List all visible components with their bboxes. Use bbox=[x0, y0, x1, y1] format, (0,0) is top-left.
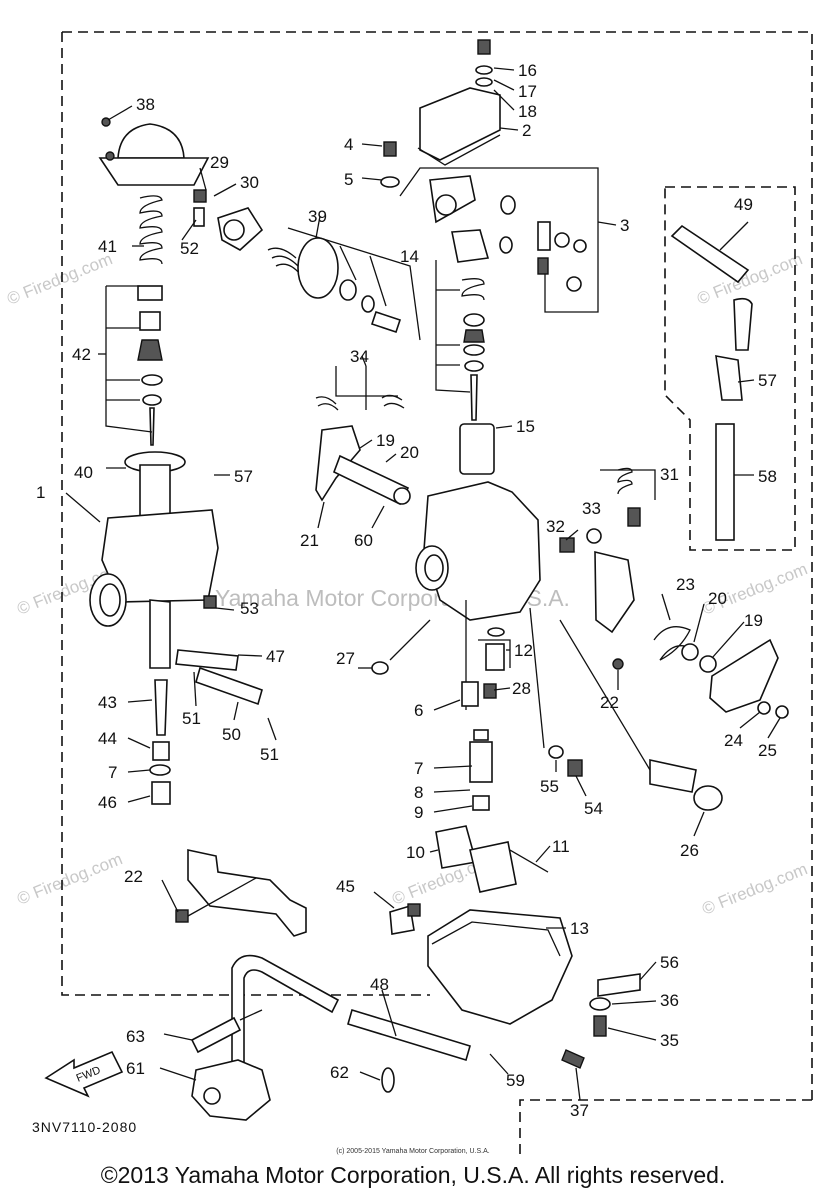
callout-55: 55 bbox=[540, 777, 559, 796]
hose-sub-box bbox=[664, 186, 796, 551]
assembly-boundary-top bbox=[62, 31, 813, 1100]
callout-43: 43 bbox=[98, 693, 117, 712]
callout-16: 16 bbox=[518, 61, 537, 80]
callout-42: 42 bbox=[72, 345, 91, 364]
callout-33: 33 bbox=[582, 499, 601, 518]
callout-61: 61 bbox=[126, 1059, 145, 1078]
callout-12: 12 bbox=[514, 641, 533, 660]
callout-63: 63 bbox=[126, 1027, 145, 1046]
callout-5: 5 bbox=[344, 170, 353, 189]
callout-7a: 7 bbox=[414, 759, 423, 778]
callout-47: 47 bbox=[266, 647, 285, 666]
callout-27: 27 bbox=[336, 649, 355, 668]
callout-62: 62 bbox=[330, 1063, 349, 1082]
callout-13: 13 bbox=[570, 919, 589, 938]
callout-51a: 51 bbox=[182, 709, 201, 728]
callout-22a: 22 bbox=[600, 693, 619, 712]
callout-15: 15 bbox=[516, 417, 535, 436]
callout-51b: 51 bbox=[260, 745, 279, 764]
callout-20b: 20 bbox=[708, 589, 727, 608]
callout-36: 36 bbox=[660, 991, 679, 1010]
callout-37: 37 bbox=[570, 1101, 589, 1120]
callout-3: 3 bbox=[620, 216, 629, 235]
callout-numbers: 1 2 3 4 5 6 7 7 8 9 10 11 12 13 14 15 16… bbox=[36, 61, 777, 1120]
callout-48: 48 bbox=[370, 975, 389, 994]
callout-52: 52 bbox=[180, 239, 199, 258]
callout-54: 54 bbox=[584, 799, 603, 818]
callout-46: 46 bbox=[98, 793, 117, 812]
callout-40: 40 bbox=[74, 463, 93, 482]
watermark-site-1: © Firedog.com bbox=[4, 249, 115, 308]
callout-20a: 20 bbox=[400, 443, 419, 462]
callout-38: 38 bbox=[136, 95, 155, 114]
callout-10: 10 bbox=[406, 843, 425, 862]
left-carburetor bbox=[89, 117, 263, 805]
copyright-footer: ©2013 Yamaha Motor Corporation, U.S.A. A… bbox=[100, 1162, 726, 1188]
callout-29: 29 bbox=[210, 153, 229, 172]
callout-9: 9 bbox=[414, 803, 423, 822]
callout-39: 39 bbox=[308, 207, 327, 226]
callout-58: 58 bbox=[758, 467, 777, 486]
top-cover-assembly bbox=[380, 39, 599, 313]
callout-6: 6 bbox=[414, 701, 423, 720]
right-carburetor bbox=[315, 366, 789, 811]
leader-lines bbox=[65, 67, 781, 1101]
callout-31: 31 bbox=[660, 465, 679, 484]
callout-53: 53 bbox=[240, 599, 259, 618]
callout-57a: 57 bbox=[234, 467, 253, 486]
callout-1: 1 bbox=[36, 483, 45, 502]
callout-41: 41 bbox=[98, 237, 117, 256]
callout-25: 25 bbox=[758, 741, 777, 760]
callout-18: 18 bbox=[518, 102, 537, 121]
assembly-boundary-bottom bbox=[519, 1099, 812, 1160]
callout-56: 56 bbox=[660, 953, 679, 972]
callout-7b: 7 bbox=[108, 763, 117, 782]
callout-19b: 19 bbox=[744, 611, 763, 630]
callout-8: 8 bbox=[414, 783, 423, 802]
callout-26: 26 bbox=[680, 841, 699, 860]
callout-22b: 22 bbox=[124, 867, 143, 886]
callout-49: 49 bbox=[734, 195, 753, 214]
callout-34: 34 bbox=[350, 347, 369, 366]
callout-44: 44 bbox=[98, 729, 117, 748]
watermark-site-6: © Firedog.com bbox=[699, 859, 810, 918]
callout-30: 30 bbox=[240, 173, 259, 192]
callout-35: 35 bbox=[660, 1031, 679, 1050]
drain-hose-assembly: FWD bbox=[44, 224, 753, 1121]
callout-60: 60 bbox=[354, 531, 373, 550]
callout-32: 32 bbox=[546, 517, 565, 536]
diagram-code: 3NV7110-2080 bbox=[32, 1119, 138, 1135]
callout-45: 45 bbox=[336, 877, 355, 896]
watermark-site-3: © Firedog.com bbox=[14, 849, 125, 908]
callout-59: 59 bbox=[506, 1071, 525, 1090]
callout-28: 28 bbox=[512, 679, 531, 698]
callout-14: 14 bbox=[400, 247, 419, 266]
callout-50: 50 bbox=[222, 725, 241, 744]
callout-57b: 57 bbox=[758, 371, 777, 390]
needle-jet-assembly bbox=[193, 189, 495, 475]
callout-11: 11 bbox=[552, 837, 570, 856]
callout-4: 4 bbox=[344, 135, 353, 154]
callout-21: 21 bbox=[300, 531, 319, 550]
small-copyright: (c) 2005-2015 Yamaha Motor Corporation, … bbox=[336, 1148, 490, 1155]
callout-23: 23 bbox=[676, 575, 695, 594]
float-bowl-assembly bbox=[389, 825, 641, 1069]
callout-19a: 19 bbox=[376, 431, 395, 450]
callout-24: 24 bbox=[724, 731, 743, 750]
callout-2: 2 bbox=[522, 121, 531, 140]
callout-17: 17 bbox=[518, 82, 537, 101]
